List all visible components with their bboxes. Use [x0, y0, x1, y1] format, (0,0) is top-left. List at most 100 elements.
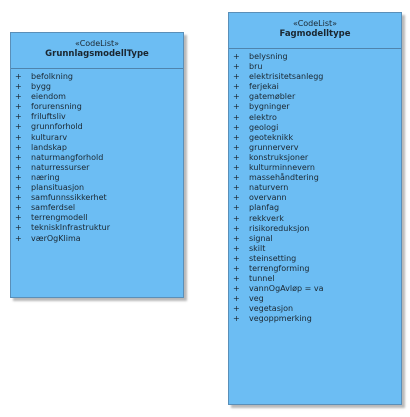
attribute-name: plansituasjon — [31, 183, 85, 193]
attribute-name: samferdsel — [31, 203, 76, 213]
attribute-name: geologi — [249, 122, 279, 132]
attribute-name: veg — [249, 294, 264, 304]
attribute-row: +værOgKlima — [11, 234, 183, 244]
attribute-row: +signal — [229, 234, 401, 244]
attribute-row: + vegoppmerking — [229, 314, 401, 324]
attribute-name: planfag — [249, 203, 280, 213]
attribute-name: signal — [249, 233, 273, 243]
visibility-public-icon: + — [233, 122, 240, 132]
attribute-list: +belysning+bru+elektrisitetsanlegg+ferje… — [229, 49, 401, 325]
attribute-name: elektrisitetsanlegg — [249, 72, 324, 82]
visibility-public-icon: + — [15, 223, 22, 233]
attribute-row: + gatemøbler — [229, 92, 401, 102]
attribute-row: +eiendom — [11, 92, 183, 102]
attribute-name: naturmangforhold — [31, 152, 104, 162]
attribute-name: vegoppmerking — [249, 314, 312, 324]
attribute-row: +samferdsel — [11, 203, 183, 213]
visibility-public-icon: + — [233, 132, 240, 142]
attribute-name: steinsetting — [249, 253, 297, 263]
visibility-public-icon: + — [15, 132, 22, 142]
attribute-row: + veg — [229, 294, 401, 304]
attribute-row: + naturmangforhold — [11, 153, 183, 163]
codelist-grunnlagsmodelltype[interactable]: «CodeList» GrunnlagsmodellType + befolkni… — [10, 32, 184, 298]
visibility-public-icon: + — [233, 163, 240, 173]
attribute-row: +elektro — [229, 113, 401, 123]
visibility-public-icon: + — [15, 102, 22, 112]
attribute-name: befolkning — [31, 72, 74, 81]
attribute-name: belysning — [249, 52, 288, 61]
attribute-name: rekkverk — [249, 213, 284, 223]
visibility-public-icon: + — [233, 284, 240, 294]
attribute-row: +planfag — [229, 203, 401, 213]
attribute-name: eiendom — [31, 92, 66, 102]
attribute-row: + tekniskInfrastruktur — [11, 223, 183, 233]
class-name: GrunnlagsmodellType — [45, 49, 149, 59]
attribute-row: +næring — [11, 173, 183, 183]
attribute-name: næring — [31, 172, 60, 182]
attribute-name: naturvern — [249, 183, 289, 193]
visibility-public-icon: + — [233, 92, 240, 102]
visibility-public-icon: + — [233, 274, 240, 284]
visibility-public-icon: + — [233, 62, 240, 72]
attribute-name: naturressurser — [31, 162, 90, 172]
attribute-row: + naturressurser — [11, 163, 183, 173]
attribute-name: geoteknikk — [249, 132, 294, 142]
visibility-public-icon: + — [15, 72, 22, 81]
attribute-name: vegetasjon — [249, 304, 294, 314]
visibility-public-icon: + — [15, 193, 22, 203]
attribute-row: +belysning — [229, 52, 401, 62]
attribute-name: tekniskInfrastruktur — [31, 223, 111, 233]
class-name: Fagmodelltype — [279, 29, 351, 39]
attribute-row: +bygninger — [229, 102, 401, 112]
visibility-public-icon: + — [15, 233, 22, 243]
class-stereotype: «CodeList» — [74, 39, 120, 48]
attribute-row: + geologi — [229, 123, 401, 133]
attribute-row: + naturvern — [229, 183, 401, 193]
visibility-public-icon: + — [15, 82, 22, 92]
visibility-public-icon: + — [233, 314, 240, 324]
attribute-row: + landskap — [11, 143, 183, 153]
visibility-public-icon: + — [233, 193, 240, 203]
attribute-name: skilt — [249, 243, 266, 253]
attribute-name: kulturminnevern — [249, 163, 315, 173]
visibility-public-icon: + — [15, 142, 22, 152]
visibility-public-icon: + — [15, 162, 22, 172]
attribute-name: vannOgAvløp = va — [249, 284, 324, 294]
attribute-row: +bygg — [11, 82, 183, 92]
visibility-public-icon: + — [233, 183, 240, 193]
visibility-public-icon: + — [233, 304, 240, 314]
attribute-name: terrengforming — [249, 263, 310, 273]
attribute-name: samfunnssikkerhet — [31, 193, 107, 203]
visibility-public-icon: + — [233, 112, 240, 122]
visibility-public-icon: + — [233, 82, 240, 92]
attribute-name: landskap — [31, 142, 67, 152]
attribute-name: gatemøbler — [249, 92, 296, 102]
attribute-row: +friluftsliv — [11, 112, 183, 122]
codelist-fagmodelltype[interactable]: «CodeList» Fagmodelltype +belysning+bru+… — [228, 12, 402, 405]
attribute-row: +overvann — [229, 193, 401, 203]
attribute-name: terrengmodell — [31, 213, 88, 223]
attribute-row: +forurensning — [11, 102, 183, 112]
attribute-row: + befolkning — [11, 72, 183, 82]
attribute-name: grunnforhold — [31, 122, 83, 132]
class-stereotype: «CodeList» — [292, 19, 338, 28]
attribute-row: +terrengforming — [229, 264, 401, 274]
attribute-row: +elektrisitetsanlegg — [229, 72, 401, 82]
attribute-row: + vegetasjon — [229, 304, 401, 314]
visibility-public-icon: + — [233, 142, 240, 152]
attribute-row: + samfunnssikkerhet — [11, 193, 183, 203]
attribute-row: + terrengmodell — [11, 213, 183, 223]
attribute-row: + vannOgAvløp = va — [229, 284, 401, 294]
attribute-row: + kulturminnevern — [229, 163, 401, 173]
visibility-public-icon: + — [15, 183, 22, 193]
attribute-name: bru — [249, 62, 263, 72]
attribute-name: kulturarv — [31, 132, 68, 142]
attribute-row: +konstruksjoner — [229, 153, 401, 163]
attribute-row: + bru — [229, 62, 401, 72]
attribute-row: + geoteknikk — [229, 133, 401, 143]
attribute-name: ferjekai — [249, 82, 279, 92]
visibility-public-icon: + — [233, 294, 240, 304]
attribute-row: +massehåndtering — [229, 173, 401, 183]
visibility-public-icon: + — [15, 213, 22, 223]
visibility-public-icon: + — [15, 152, 22, 162]
